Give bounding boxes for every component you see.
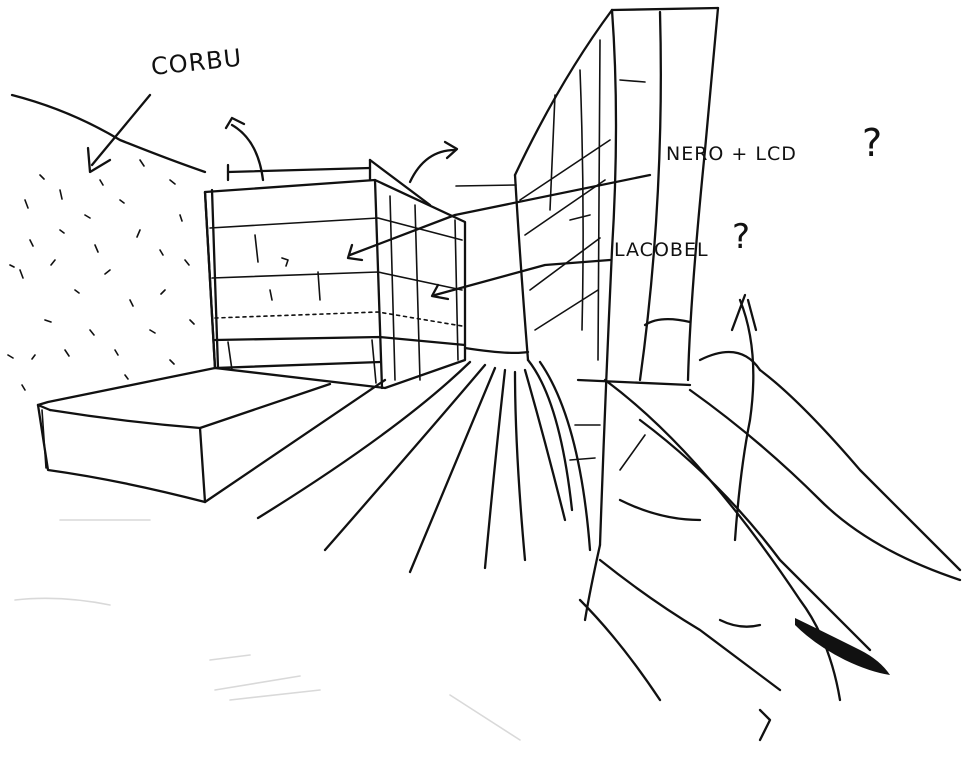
foreground-plinth [36, 360, 387, 504]
labels: CORBU NERO + LCD ? LACOBEL ? [150, 44, 883, 261]
label-corbu: CORBU [150, 44, 244, 81]
annotation-leaders [86, 93, 652, 301]
faint-background-marks [14, 519, 521, 741]
reflection-curves [578, 293, 962, 742]
glass-box [203, 116, 467, 390]
right-facade [513, 6, 720, 622]
label-lacobel: LACOBEL [614, 239, 709, 261]
label-lacobel-question: ? [732, 217, 751, 257]
hillside [10, 93, 207, 174]
label-nero-lcd: NERO + LCD [666, 143, 797, 165]
floor-perspective-lines [256, 346, 567, 574]
vegetation-stipple [7, 159, 195, 391]
label-nero-lcd-question: ? [862, 121, 883, 165]
